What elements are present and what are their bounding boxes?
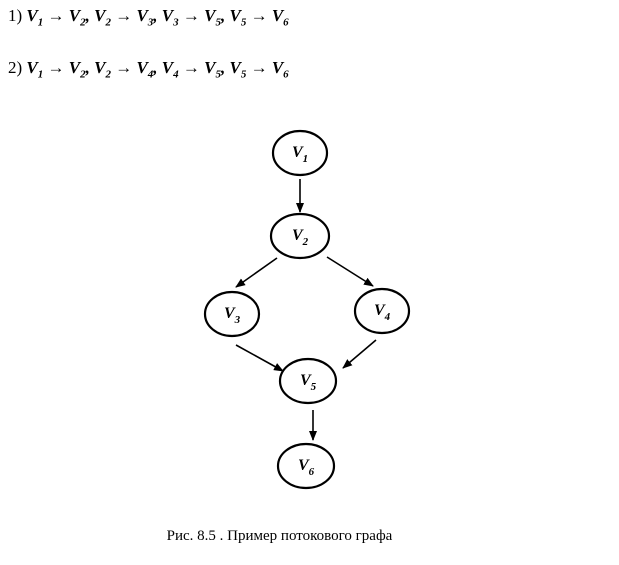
vertex-index: 6	[283, 68, 289, 81]
vertex-index: 2	[80, 16, 86, 29]
node-circle	[271, 129, 329, 177]
separator: ,	[153, 58, 162, 77]
figure-caption: Рис. 8.5 . Пример потокового графа	[0, 528, 619, 545]
vertex-index: 2	[80, 68, 86, 81]
figure-caption-text: Рис. 8.5 . Пример потокового графа	[166, 528, 393, 544]
vertex-letter: V	[136, 6, 148, 25]
node-label: V3	[224, 305, 241, 326]
vertex-index: 4	[173, 68, 179, 81]
vertex-index: 3	[147, 16, 154, 29]
vertex-index: 4	[147, 68, 154, 81]
node-label: V2	[292, 227, 309, 248]
vertex-index: 2	[105, 68, 111, 81]
vertex-letter: V	[161, 6, 174, 25]
node-label: V4	[374, 302, 391, 323]
node-v2: V2	[269, 212, 331, 260]
node-v4: V4	[353, 287, 411, 335]
node-v1: V1	[271, 129, 329, 177]
vertex-letter: V	[204, 6, 216, 25]
vertex-letter: V	[26, 58, 38, 77]
node-v6: V6	[276, 442, 336, 490]
node-letter: V	[292, 144, 304, 161]
path-list-item-1: 1) V1 → V2, V2 → V3, V3 → V5, V5 → V6	[8, 6, 289, 28]
arrow-symbol: →	[43, 6, 69, 25]
node-index: 1	[303, 153, 309, 165]
vertex-letter: V	[94, 6, 106, 25]
node-circle	[269, 212, 331, 260]
node-index: 4	[384, 311, 391, 323]
node-letter: V	[292, 227, 304, 244]
vertex-letter: V	[94, 58, 106, 77]
vertex-letter: V	[271, 6, 284, 25]
separator: ,	[153, 6, 162, 25]
vertex-letter: V	[161, 58, 174, 77]
arrow-symbol: →	[246, 58, 272, 77]
vertex-index: 5	[215, 68, 221, 81]
edge-v2-v4	[326, 256, 374, 287]
path-number: 1)	[8, 6, 27, 25]
separator: ,	[220, 6, 230, 25]
path-list-item-2: 2) V1 → V2, V2 → V4, V4 → V5, V5 → V6	[8, 58, 289, 80]
arrow-symbol: →	[178, 58, 205, 77]
node-circle	[353, 287, 411, 335]
vertex-index: 5	[215, 16, 221, 29]
arrow-symbol: →	[43, 58, 69, 77]
node-letter: V	[300, 372, 312, 389]
path-sequence: V1 → V2, V2 → V4, V4 → V5, V5 → V6	[26, 58, 289, 81]
vertex-index: 1	[37, 68, 44, 81]
edge-v4-v5	[342, 339, 377, 369]
node-circle	[203, 290, 261, 338]
node-v5: V5	[278, 357, 338, 405]
separator: ,	[220, 58, 230, 77]
node-label: V5	[300, 372, 317, 393]
vertex-index: 6	[283, 16, 289, 29]
vertex-index: 3	[173, 16, 179, 29]
node-index: 3	[234, 314, 241, 326]
node-index: 2	[302, 236, 309, 248]
vertex-letter: V	[229, 58, 241, 77]
node-letter: V	[298, 457, 310, 474]
arrow-symbol: →	[246, 6, 272, 25]
vertex-index: 5	[240, 68, 247, 81]
vertex-index: 1	[37, 16, 44, 29]
arrow-symbol: →	[110, 6, 137, 25]
path-sequence: V1 → V2, V2 → V3, V3 → V5, V5 → V6	[26, 6, 289, 29]
node-index: 5	[311, 381, 317, 393]
vertex-letter: V	[271, 58, 284, 77]
vertex-index: 5	[240, 16, 247, 29]
node-label: V6	[298, 457, 315, 478]
node-circle	[276, 442, 336, 490]
node-letter: V	[374, 302, 386, 319]
vertex-letter: V	[229, 6, 241, 25]
path-number: 2)	[8, 58, 27, 77]
vertex-index: 2	[105, 16, 111, 29]
separator: ,	[85, 6, 95, 25]
vertex-letter: V	[68, 58, 81, 77]
vertex-letter: V	[26, 6, 38, 25]
vertex-letter: V	[204, 58, 216, 77]
vertex-letter: V	[68, 6, 81, 25]
node-v3: V3	[203, 290, 261, 338]
node-circle	[278, 357, 338, 405]
edge-v3-v5	[235, 344, 284, 372]
arrow-symbol: →	[110, 58, 137, 77]
node-index: 6	[309, 466, 315, 478]
node-label: V1	[292, 144, 308, 165]
arrow-symbol: →	[178, 6, 205, 25]
edge-v2-v3	[235, 257, 278, 288]
separator: ,	[85, 58, 95, 77]
vertex-letter: V	[136, 58, 148, 77]
node-letter: V	[224, 305, 236, 322]
